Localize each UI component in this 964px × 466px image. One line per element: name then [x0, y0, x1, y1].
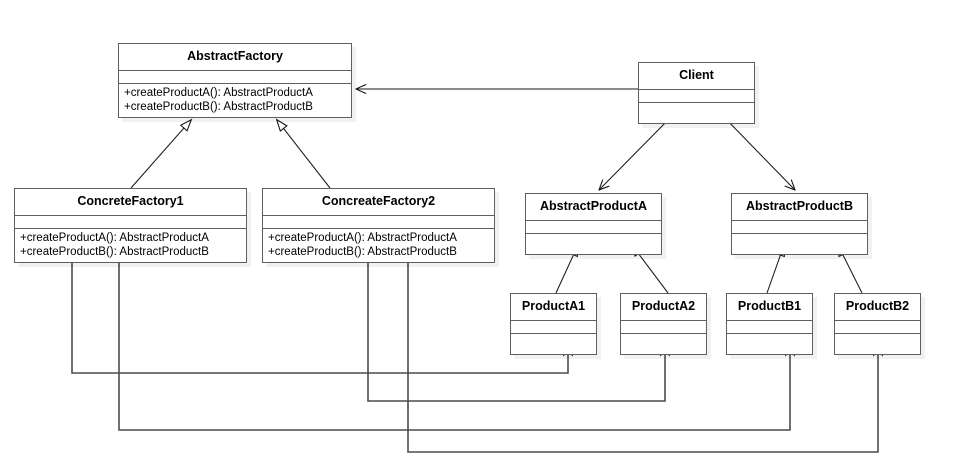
- class-attributes-compartment: [621, 319, 706, 333]
- class-attributes-compartment: [119, 69, 351, 83]
- class-box-product-b1[interactable]: ProductB1: [726, 293, 813, 355]
- class-title: AbstractProductB: [746, 199, 853, 213]
- edge-dependency-concretefactory1-producta1: [71, 263, 573, 374]
- class-operations-compartment: [732, 232, 867, 254]
- class-box-product-a1[interactable]: ProductA1: [510, 293, 597, 355]
- class-box-concrete-factory-2[interactable]: ConcreateFactory2 +createProductA(): Abs…: [262, 188, 495, 263]
- class-attributes-compartment: [263, 214, 494, 228]
- operation-row: +createProductA(): AbstractProductA: [124, 86, 313, 99]
- operation-row: +createProductB(): AbstractProductB: [20, 245, 209, 258]
- operation-row: +createProductA(): AbstractProductA: [20, 231, 209, 244]
- class-attributes-compartment: [511, 319, 596, 333]
- class-attributes-compartment: [732, 219, 867, 233]
- edge-generalization-concretefactory1-abstractfactory: [130, 118, 193, 189]
- class-attributes-compartment: [526, 219, 661, 233]
- class-operations-compartment: +createProductA(): AbstractProductA +cre…: [119, 82, 351, 117]
- class-operations-compartment: [621, 332, 706, 354]
- edge-dependency-concreatefactory2-productb2: [407, 263, 883, 453]
- class-box-product-a2[interactable]: ProductA2: [620, 293, 707, 355]
- class-box-abstract-product-b[interactable]: AbstractProductB: [731, 193, 868, 255]
- class-box-abstract-factory[interactable]: AbstractFactory +createProductA(): Abstr…: [118, 43, 352, 118]
- class-box-client[interactable]: Client: [638, 62, 755, 124]
- class-attributes-compartment: [835, 319, 920, 333]
- class-attributes-compartment: [15, 214, 246, 228]
- class-box-concrete-factory-1[interactable]: ConcreteFactory1 +createProductA(): Abst…: [14, 188, 247, 263]
- class-operations-compartment: +createProductA(): AbstractProductA +cre…: [263, 227, 494, 262]
- class-title: ProductA2: [631, 299, 696, 313]
- class-title: ProductB2: [845, 299, 910, 313]
- class-operations-compartment: [526, 232, 661, 254]
- class-attributes-compartment: [727, 319, 812, 333]
- edge-dependency-client-abstractproductb: [721, 114, 796, 191]
- edge-dependency-client-abstractproducta: [598, 114, 674, 191]
- edge-generalization-concreatefactory2-abstractfactory: [275, 118, 331, 189]
- class-title: ConcreteFactory1: [77, 194, 184, 208]
- operation-row: +createProductB(): AbstractProductB: [124, 100, 313, 113]
- class-operations-compartment: [835, 332, 920, 354]
- class-title: AbstractFactory: [187, 49, 283, 63]
- class-title: Client: [679, 68, 714, 82]
- operation-row: +createProductA(): AbstractProductA: [268, 231, 457, 244]
- class-operations-compartment: [511, 332, 596, 354]
- class-box-product-b2[interactable]: ProductB2: [834, 293, 921, 355]
- class-attributes-compartment: [639, 88, 754, 102]
- class-title: AbstractProductA: [540, 199, 647, 213]
- class-title: ConcreateFactory2: [321, 194, 436, 208]
- class-title: ProductA1: [521, 299, 586, 313]
- class-box-abstract-product-a[interactable]: AbstractProductA: [525, 193, 662, 255]
- operation-row: +createProductB(): AbstractProductB: [268, 245, 457, 258]
- class-operations-compartment: [639, 101, 754, 123]
- class-operations-compartment: [727, 332, 812, 354]
- class-title: ProductB1: [737, 299, 802, 313]
- class-operations-compartment: +createProductA(): AbstractProductA +cre…: [15, 227, 246, 262]
